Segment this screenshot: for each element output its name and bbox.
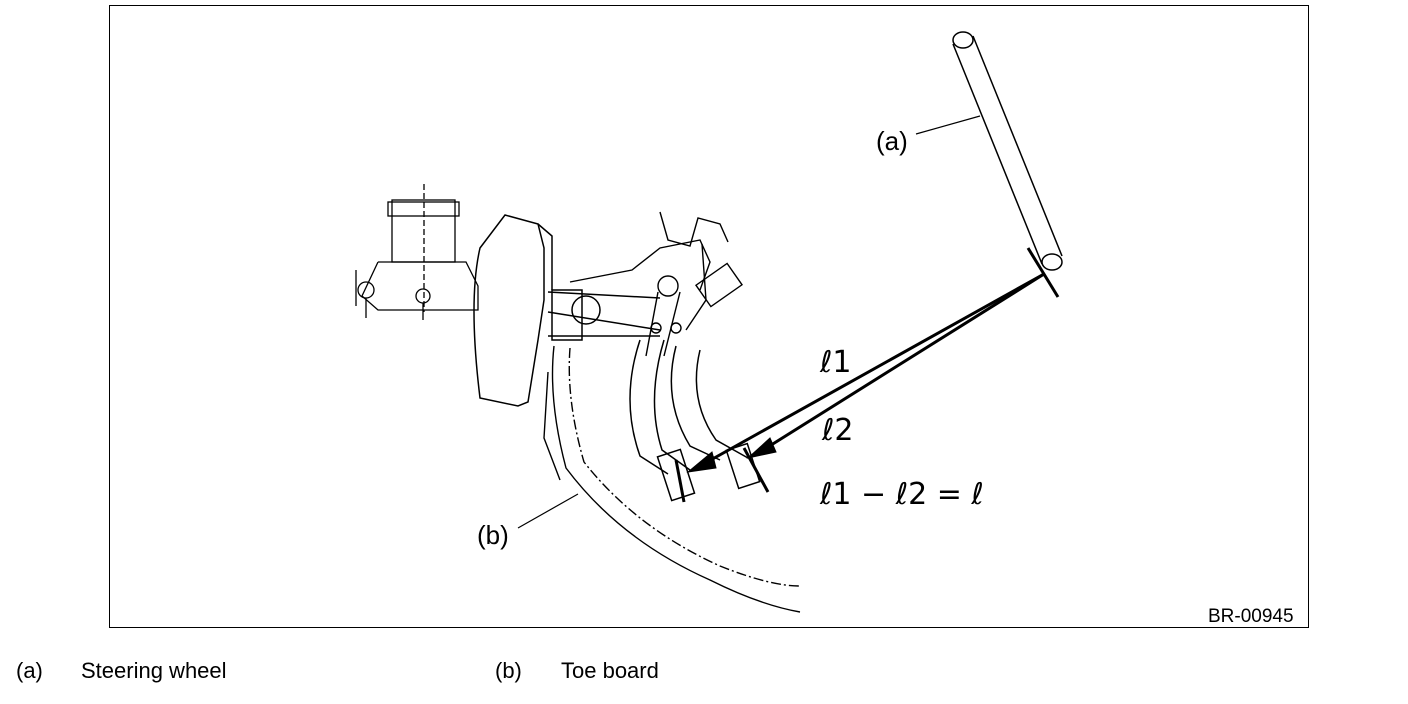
arrowhead-l2 [746,437,777,459]
pedal-arms [629,339,770,503]
legend-key-b: (b) [495,658,522,683]
figure-frame [109,5,1309,628]
figure-code: BR-00945 [1208,606,1294,627]
label-l2: ℓ2 [821,413,853,448]
legend-text-a: Steering wheel [81,658,227,683]
toe-board [543,345,801,613]
arrowhead-l1 [686,451,717,473]
steering-wheel-rod [952,31,1063,298]
label-l1: ℓ1 [819,345,851,380]
leader-lines [517,115,981,529]
legend-key-a: (a) [16,658,43,683]
callout-a: (a) [876,126,908,156]
brake-booster [473,214,661,407]
measurement-arrows [686,272,1045,473]
master-cylinder [355,184,479,320]
callout-b: (b) [477,520,509,550]
legend-text-b: Toe board [561,658,659,683]
formula: ℓ1 − ℓ2 = ℓ [819,477,984,512]
pedal-bracket [569,211,743,357]
